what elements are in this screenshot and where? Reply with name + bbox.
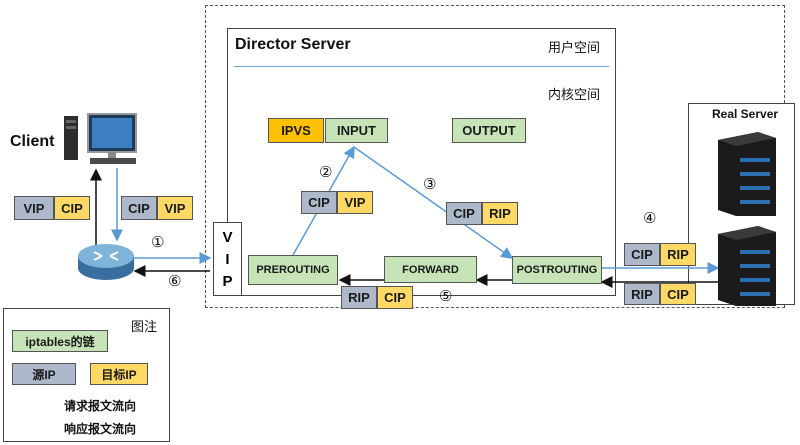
space-divider: [234, 66, 609, 67]
packet-input-dst: RIP: [482, 202, 518, 225]
postrouting-chain: POSTROUTING: [512, 256, 602, 284]
packet-input-src: CIP: [446, 202, 482, 225]
director-server-box: [227, 28, 616, 296]
packet-from-real-dst: CIP: [660, 283, 696, 305]
legend-dst-swatch: 目标IP: [90, 363, 148, 385]
prerouting-chain: PREROUTING: [248, 255, 338, 285]
step-5: ⑤: [439, 288, 453, 305]
legend-response-label: 响应报文流向: [64, 422, 137, 436]
forward-chain: FORWARD: [384, 256, 477, 283]
packet-pre-src: CIP: [301, 191, 337, 214]
kernel-space-label: 内核空间: [548, 87, 601, 102]
ipvs-chain: IPVS: [268, 118, 324, 143]
legend-chain-swatch: iptables的链: [12, 330, 108, 352]
packet-return-dst: CIP: [377, 286, 413, 309]
packet-to-real-dst: RIP: [660, 243, 696, 266]
vip-letter-v: V: [222, 228, 233, 246]
real-server-label: Real Server: [712, 107, 779, 121]
computer-icon: [64, 113, 137, 164]
legend-title: 图注: [131, 319, 158, 334]
req-input-to-postrouting: [353, 146, 514, 259]
step-3: ③: [423, 176, 437, 193]
step-4: ④: [643, 210, 657, 227]
client-label: Client: [10, 133, 55, 150]
packet-return-src: RIP: [341, 286, 377, 309]
packet-pre-dst: VIP: [337, 191, 373, 214]
vip-interface: V I P: [213, 222, 242, 296]
packet-to-real-src: CIP: [624, 243, 660, 266]
router-icon: [78, 244, 134, 280]
packet-req-src: CIP: [121, 196, 157, 220]
step-2: ②: [319, 164, 333, 181]
director-title: Director Server: [235, 36, 351, 53]
output-chain: OUTPUT: [452, 118, 526, 143]
packet-resp-src: VIP: [14, 196, 54, 220]
server-icon-bottom: [718, 226, 776, 306]
server-icon-top: [718, 132, 776, 216]
packet-from-real-src: RIP: [624, 283, 660, 305]
legend-src-swatch: 源IP: [12, 363, 76, 385]
step-6: ⑥: [168, 273, 182, 290]
packet-resp-dst: CIP: [54, 196, 90, 220]
step-1: ①: [151, 234, 165, 251]
input-chain: INPUT: [325, 118, 388, 143]
vip-letter-p: P: [222, 272, 233, 290]
vip-letter-i: I: [225, 250, 230, 268]
user-space-label: 用户空间: [548, 40, 601, 55]
legend-request-label: 请求报文流向: [64, 399, 137, 413]
packet-req-dst: VIP: [157, 196, 193, 220]
